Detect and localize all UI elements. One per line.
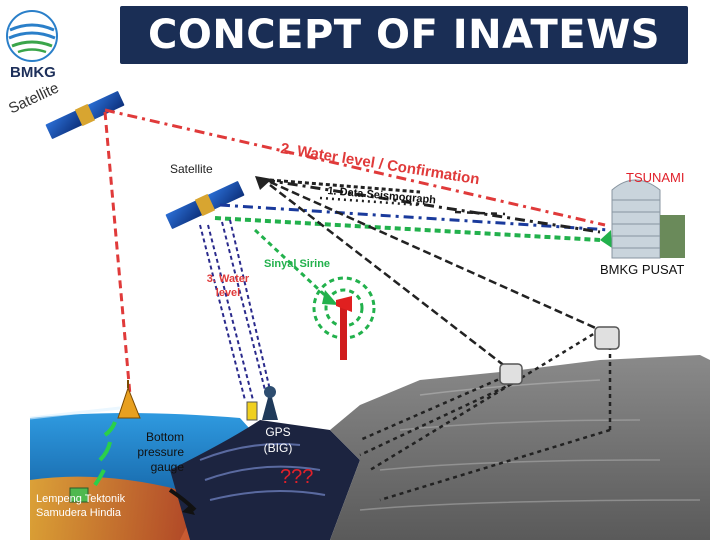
gps-label: GPS (BIG) <box>263 425 293 455</box>
tsunami-label: TSUNAMI <box>626 170 685 185</box>
sinyal-sirine-label: Sinyal Sirine <box>264 258 331 270</box>
satellite-mid-label: Satellite <box>170 162 213 176</box>
title-banner: CONCEPT OF INATEWS <box>120 6 688 64</box>
seismograph-station-icon <box>499 326 620 385</box>
communication-links <box>103 108 612 502</box>
gps-station-icon <box>246 386 278 421</box>
seabed-scene <box>29 355 710 540</box>
bmkg-logo-text: BMKG <box>10 64 56 81</box>
bmkg-pusat-building-icon <box>611 179 685 259</box>
water-level-label: 3. Water level <box>206 273 250 299</box>
satellite-mid-icon <box>165 181 245 229</box>
bmkg-pusat-label: BMKG PUSAT <box>600 262 685 277</box>
satellite-top-icon <box>45 91 125 139</box>
tsunami-buoy-icon <box>93 380 141 487</box>
lempeng-tektonik-label: Lempeng Tektonik Samudera Hindia <box>36 493 126 519</box>
siren-tower-icon <box>312 276 376 360</box>
question-label: ??? <box>280 466 314 488</box>
bmkg-logo-icon <box>6 10 58 62</box>
pressure-gauge-icon <box>69 487 89 503</box>
page-title: CONCEPT OF INATEWS <box>147 12 661 58</box>
bottom-pressure-gauge-label: Bottom pressure gauge <box>137 430 184 474</box>
